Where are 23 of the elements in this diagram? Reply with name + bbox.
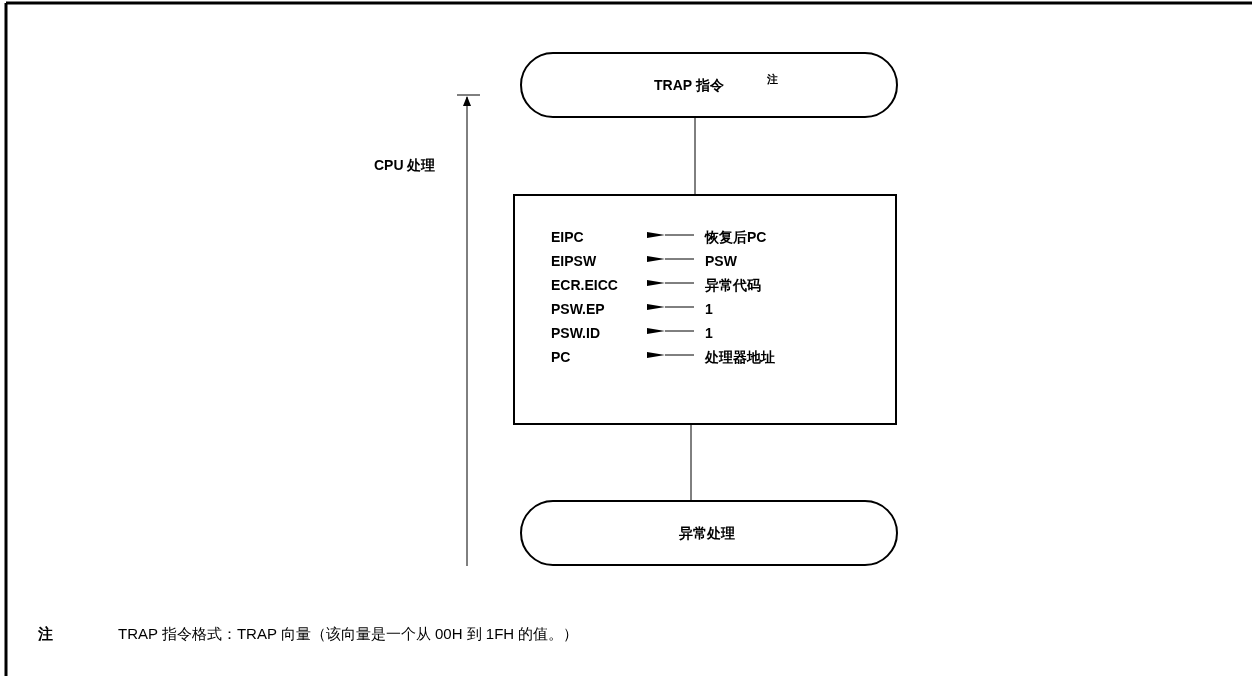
node-label: 异常处理 (679, 524, 735, 542)
note-text: TRAP 指令格式：TRAP 向量（该向量是一个从 00H 到 1FH 的值。） (118, 625, 579, 643)
value-text: 恢复后PC (705, 228, 767, 246)
note-mark: 注 (767, 72, 778, 87)
register-name: EIPC (551, 228, 584, 246)
terminal-box (520, 500, 898, 566)
connector-line (690, 424, 692, 501)
register-name: PSW.EP (551, 300, 605, 318)
terminal-box (520, 52, 898, 118)
register-name: EIPSW (551, 252, 597, 270)
value-text: 1 (705, 300, 713, 318)
register-name: PSW.ID (551, 324, 600, 342)
connector-line (694, 117, 696, 195)
value-text: 异常代码 (705, 276, 761, 294)
value-text: 处理器地址 (705, 348, 775, 366)
register-name: ECR.EICC (551, 276, 618, 294)
axis-label: CPU 处理 (374, 156, 436, 174)
note-mark: 注 (38, 625, 53, 643)
value-text: PSW (705, 252, 737, 270)
node-label: TRAP 指令 (654, 76, 724, 94)
value-text: 1 (705, 324, 713, 342)
process-box (513, 194, 897, 425)
register-name: PC (551, 348, 571, 366)
